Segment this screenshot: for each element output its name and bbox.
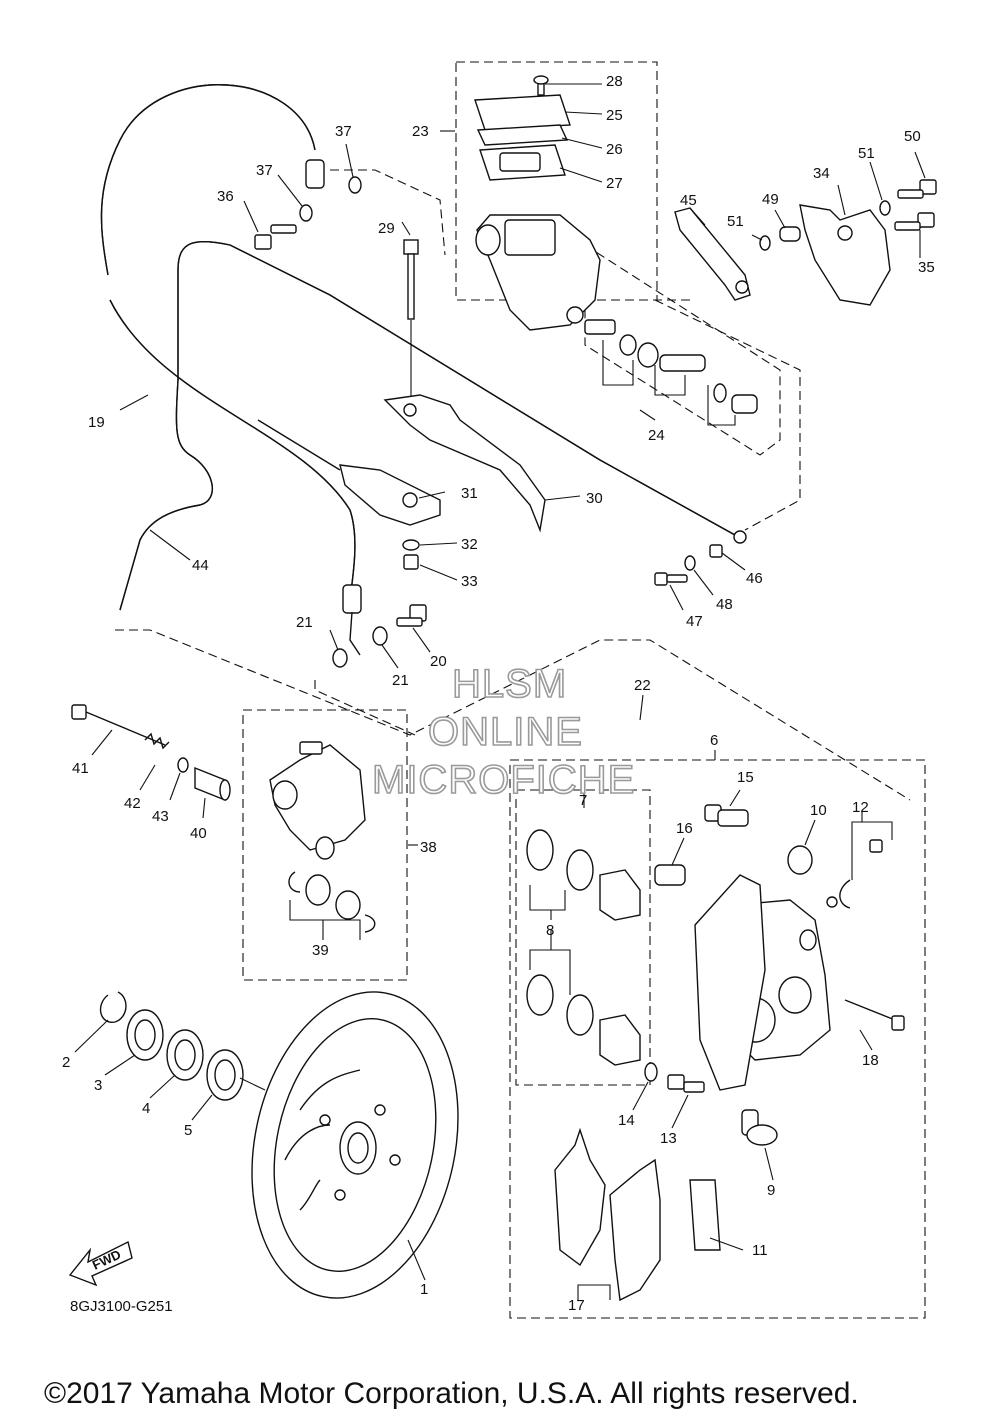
label-28: 28	[606, 73, 623, 90]
part-labels: 1 2 3 4 5 6 7 8 9 10 11 12 13 14 15 16 1…	[62, 73, 935, 1314]
label-18: 18	[862, 1052, 879, 1069]
diagram-code: 8GJ3100-G251	[70, 1298, 173, 1315]
label-50: 50	[904, 128, 921, 145]
group-box-7	[515, 789, 651, 1086]
label-17: 17	[568, 1297, 585, 1314]
label-44: 44	[192, 557, 209, 574]
label-6: 6	[710, 732, 718, 749]
label-27: 27	[606, 175, 623, 192]
label-7: 7	[579, 792, 587, 809]
brake-disc-1	[251, 991, 459, 1299]
brake-hose-19	[100, 84, 316, 276]
label-37a: 37	[335, 123, 352, 140]
label-3: 3	[94, 1077, 102, 1094]
label-29: 29	[378, 220, 395, 237]
brake-pad-b	[609, 1158, 661, 1302]
label-48: 48	[716, 596, 733, 613]
label-4: 4	[142, 1100, 150, 1117]
group-box-24	[584, 243, 781, 456]
label-41: 41	[72, 760, 89, 777]
master-cylinder	[475, 214, 601, 331]
brake-lever	[383, 394, 546, 533]
label-40: 40	[190, 825, 207, 842]
group-box-6	[509, 759, 926, 1319]
label-23: 23	[412, 123, 429, 140]
label-35: 35	[918, 259, 935, 276]
watermark: HLSM ONLINE MICROFICHE	[371, 661, 635, 803]
lever-bracket-34	[799, 204, 891, 306]
label-45: 45	[680, 192, 697, 209]
label-21a: 21	[296, 614, 313, 631]
caliper-38	[269, 741, 366, 860]
label-24: 24	[648, 427, 665, 444]
reservoir-cap-group	[474, 75, 571, 181]
group-box-38	[242, 709, 408, 981]
watermark-line-2: ONLINE	[428, 710, 583, 754]
label-20: 20	[430, 653, 447, 670]
label-21b: 21	[392, 672, 409, 689]
label-47: 47	[686, 613, 703, 630]
label-33: 33	[461, 573, 478, 590]
label-8: 8	[546, 922, 554, 939]
label-1: 1	[420, 1281, 428, 1298]
label-9: 9	[767, 1182, 775, 1199]
label-12: 12	[852, 799, 869, 816]
label-16: 16	[676, 820, 693, 837]
caliper-bracket	[694, 874, 766, 1091]
label-37b: 37	[256, 162, 273, 179]
leader-lines	[74, 83, 926, 1300]
label-22: 22	[634, 677, 651, 694]
label-26: 26	[606, 141, 623, 158]
label-30: 30	[586, 490, 603, 507]
label-49: 49	[762, 191, 779, 208]
label-25: 25	[606, 107, 623, 124]
label-31: 31	[461, 485, 478, 502]
watermark-line-3: MICROFICHE	[372, 758, 635, 802]
label-14: 14	[618, 1112, 635, 1129]
label-11: 11	[752, 1242, 768, 1259]
label-46: 46	[746, 570, 763, 587]
label-39: 39	[312, 942, 329, 959]
lever-holder	[257, 419, 441, 526]
piston-kit	[584, 319, 758, 414]
label-43: 43	[152, 808, 169, 825]
label-32: 32	[461, 536, 478, 553]
watermark-line-1: HLSM	[452, 662, 567, 706]
label-36: 36	[217, 188, 234, 205]
label-51b: 51	[727, 213, 744, 230]
label-34: 34	[813, 165, 830, 182]
label-51a: 51	[858, 145, 875, 162]
label-5: 5	[184, 1122, 192, 1139]
label-2: 2	[62, 1054, 70, 1071]
label-38: 38	[420, 839, 437, 856]
fwd-arrow: FWD	[68, 1240, 133, 1287]
label-15: 15	[737, 769, 754, 786]
label-19: 19	[88, 414, 105, 431]
label-42: 42	[124, 795, 141, 812]
copyright-text: ©2017 Yamaha Motor Corporation, U.S.A. A…	[44, 1377, 859, 1410]
label-10: 10	[810, 802, 827, 819]
label-13: 13	[660, 1130, 677, 1147]
brake-pad-a	[554, 1127, 606, 1267]
